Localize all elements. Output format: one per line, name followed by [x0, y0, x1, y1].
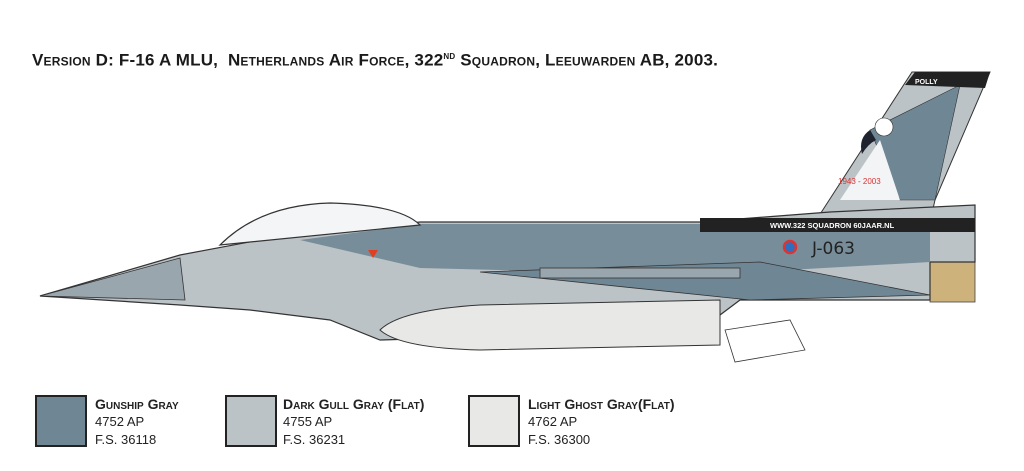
tail-years: 1943 - 2003: [838, 177, 881, 186]
serial-number: J-063: [811, 239, 855, 259]
page-title: Version D: F-16 A MLU, Netherlands Air F…: [32, 50, 718, 71]
color-fs: F.S. 36118: [95, 432, 157, 447]
nav-marker-icon: [368, 250, 378, 258]
aircraft-profile: POLLY 1943 - 2003 WWW.322 SQUADRON 60JAA…: [39, 71, 991, 363]
color-code: 4755 AP: [283, 414, 333, 429]
fuel-tank: [379, 299, 721, 351]
fin-tip-black: [905, 72, 990, 88]
color-fs: F.S. 36300: [528, 432, 591, 447]
parrot-beak-icon: [861, 130, 876, 154]
title-superscript: nd: [443, 50, 456, 62]
tail-name: POLLY: [915, 79, 938, 86]
nose-radome: [39, 257, 186, 301]
exhaust-nozzle: [929, 261, 976, 303]
color-name: Gunship Gray: [95, 396, 179, 412]
color-label-gunship-gray: Gunship Gray 4752 AP F.S. 36118: [95, 395, 179, 449]
title-text: Version D: F-16 A MLU, Netherlands Air F…: [32, 50, 444, 70]
missile: [539, 267, 741, 279]
color-code: 4762 AP: [528, 414, 578, 429]
color-name: Light Ghost Gray(Flat): [528, 396, 675, 412]
fin-white-panel: [840, 140, 900, 200]
color-label-light-ghost-gray: Light Ghost Gray(Flat) 4762 AP F.S. 3630…: [528, 395, 675, 449]
band-text: WWW.322 SQUADRON 60JAAR.NL: [770, 221, 895, 230]
fuselage-upper-gunship: [300, 218, 930, 275]
color-name: Dark Gull Gray (Flat): [283, 396, 425, 412]
color-swatch-light-ghost-gray: [468, 395, 520, 447]
color-label-dark-gull-gray: Dark Gull Gray (Flat) 4755 AP F.S. 36231: [283, 395, 424, 449]
color-code: 4752 AP: [95, 414, 145, 429]
parrot-eye-icon: [874, 117, 894, 137]
canopy: [218, 202, 422, 246]
color-fs: F.S. 36231: [283, 432, 346, 447]
ventral-fin: [724, 319, 806, 363]
color-swatch-dark-gull-gray: [225, 395, 277, 447]
roundel-icon: [782, 239, 798, 255]
title-text-end: Squadron, Leeuwarden AB, 2003.: [455, 50, 719, 70]
black-band: [700, 218, 975, 232]
color-swatch-gunship-gray: [35, 395, 87, 447]
